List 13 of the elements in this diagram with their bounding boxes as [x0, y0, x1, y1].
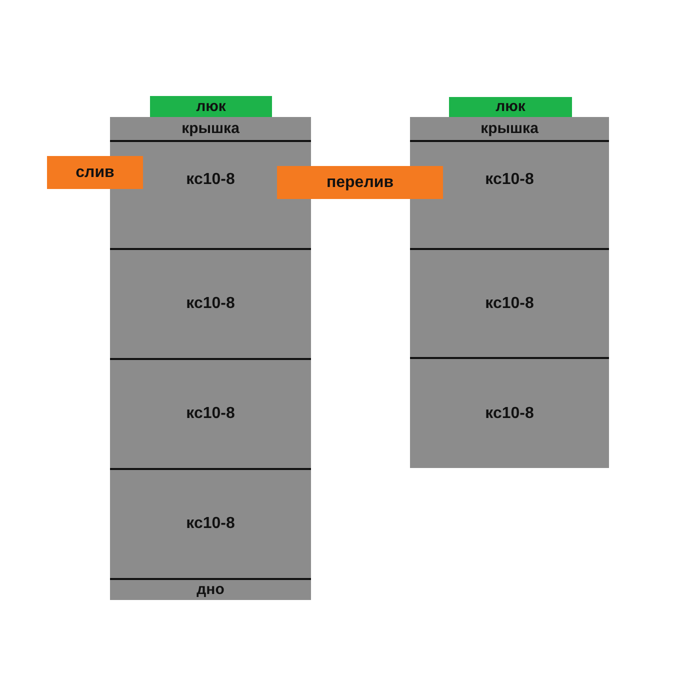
hatch-plate: люк — [449, 97, 572, 117]
concrete-ring: кс10-8 — [110, 358, 311, 468]
cover-slab: крышка — [110, 117, 311, 140]
overflow-pipe: перелив — [277, 166, 443, 199]
concrete-ring: кс10-8 — [410, 248, 609, 357]
hatch-plate: люк — [150, 96, 272, 117]
concrete-ring: кс10-8 — [110, 468, 311, 578]
cover-slab: крышка — [410, 117, 609, 140]
drain-pipe: слив — [47, 156, 143, 189]
bottom-slab: дно — [110, 578, 311, 600]
concrete-ring: кс10-8 — [110, 248, 311, 358]
concrete-ring: кс10-8 — [410, 357, 609, 468]
concrete-ring: кс10-8 — [410, 140, 609, 248]
